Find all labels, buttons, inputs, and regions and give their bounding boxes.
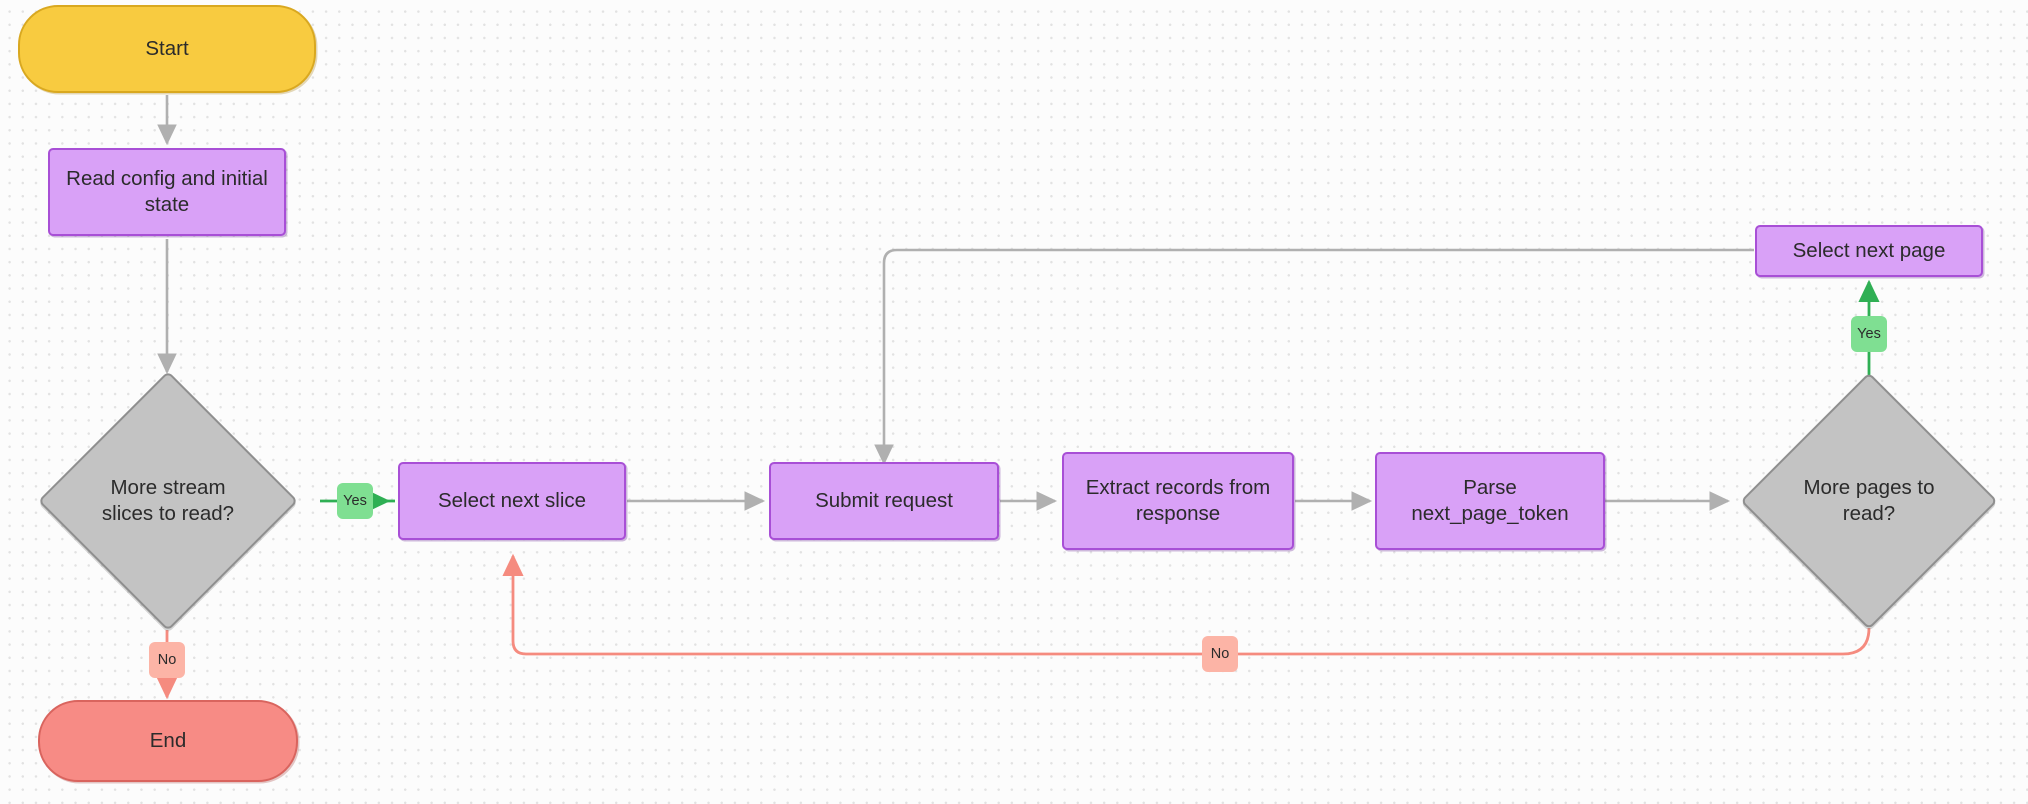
edge-label-slices-no: No <box>149 642 185 678</box>
node-parse-next-page-token-label: Parse next_page_token <box>1411 476 1569 525</box>
node-end-label: End <box>149 729 187 753</box>
node-end[interactable]: End <box>38 700 298 782</box>
edge-label-pages-yes-text: Yes <box>1857 326 1881 342</box>
node-select-next-slice-label: Select next slice <box>437 489 587 513</box>
node-start-label: Start <box>145 37 189 61</box>
node-more-pages[interactable]: More pages to read? <box>1740 372 1998 630</box>
node-extract-records[interactable]: Extract records from response <box>1062 452 1294 550</box>
node-parse-next-page-token[interactable]: Parse next_page_token <box>1375 452 1605 550</box>
node-submit-request[interactable]: Submit request <box>769 462 999 540</box>
edge-label-slices-no-text: No <box>157 652 177 668</box>
edge-label-slices-yes: Yes <box>337 483 373 519</box>
node-select-next-slice[interactable]: Select next slice <box>398 462 626 540</box>
node-select-next-page-label: Select next page <box>1792 239 1946 263</box>
node-select-next-page[interactable]: Select next page <box>1755 225 1983 277</box>
node-submit-request-label: Submit request <box>815 489 953 513</box>
edge-label-slices-yes-text: Yes <box>343 493 367 509</box>
node-extract-records-label: Extract records from response <box>1085 476 1271 525</box>
node-read-config-label: Read config and initial state <box>66 167 268 216</box>
edge-more-pages-no-to-next-slice-loop <box>502 553 1871 656</box>
edge-label-pages-no: No <box>1202 636 1238 672</box>
edge-label-pages-no-text: No <box>1210 646 1230 662</box>
edge-next-page-to-submit-loop <box>874 248 1754 466</box>
node-start[interactable]: Start <box>18 5 316 93</box>
edge-label-pages-yes: Yes <box>1851 316 1887 352</box>
node-more-stream-slices[interactable]: More stream slices to read? <box>37 370 299 632</box>
node-read-config[interactable]: Read config and initial state <box>48 148 286 236</box>
node-more-pages-label: More pages to read? <box>1803 476 1935 525</box>
node-more-stream-slices-label: More stream slices to read? <box>101 476 235 525</box>
